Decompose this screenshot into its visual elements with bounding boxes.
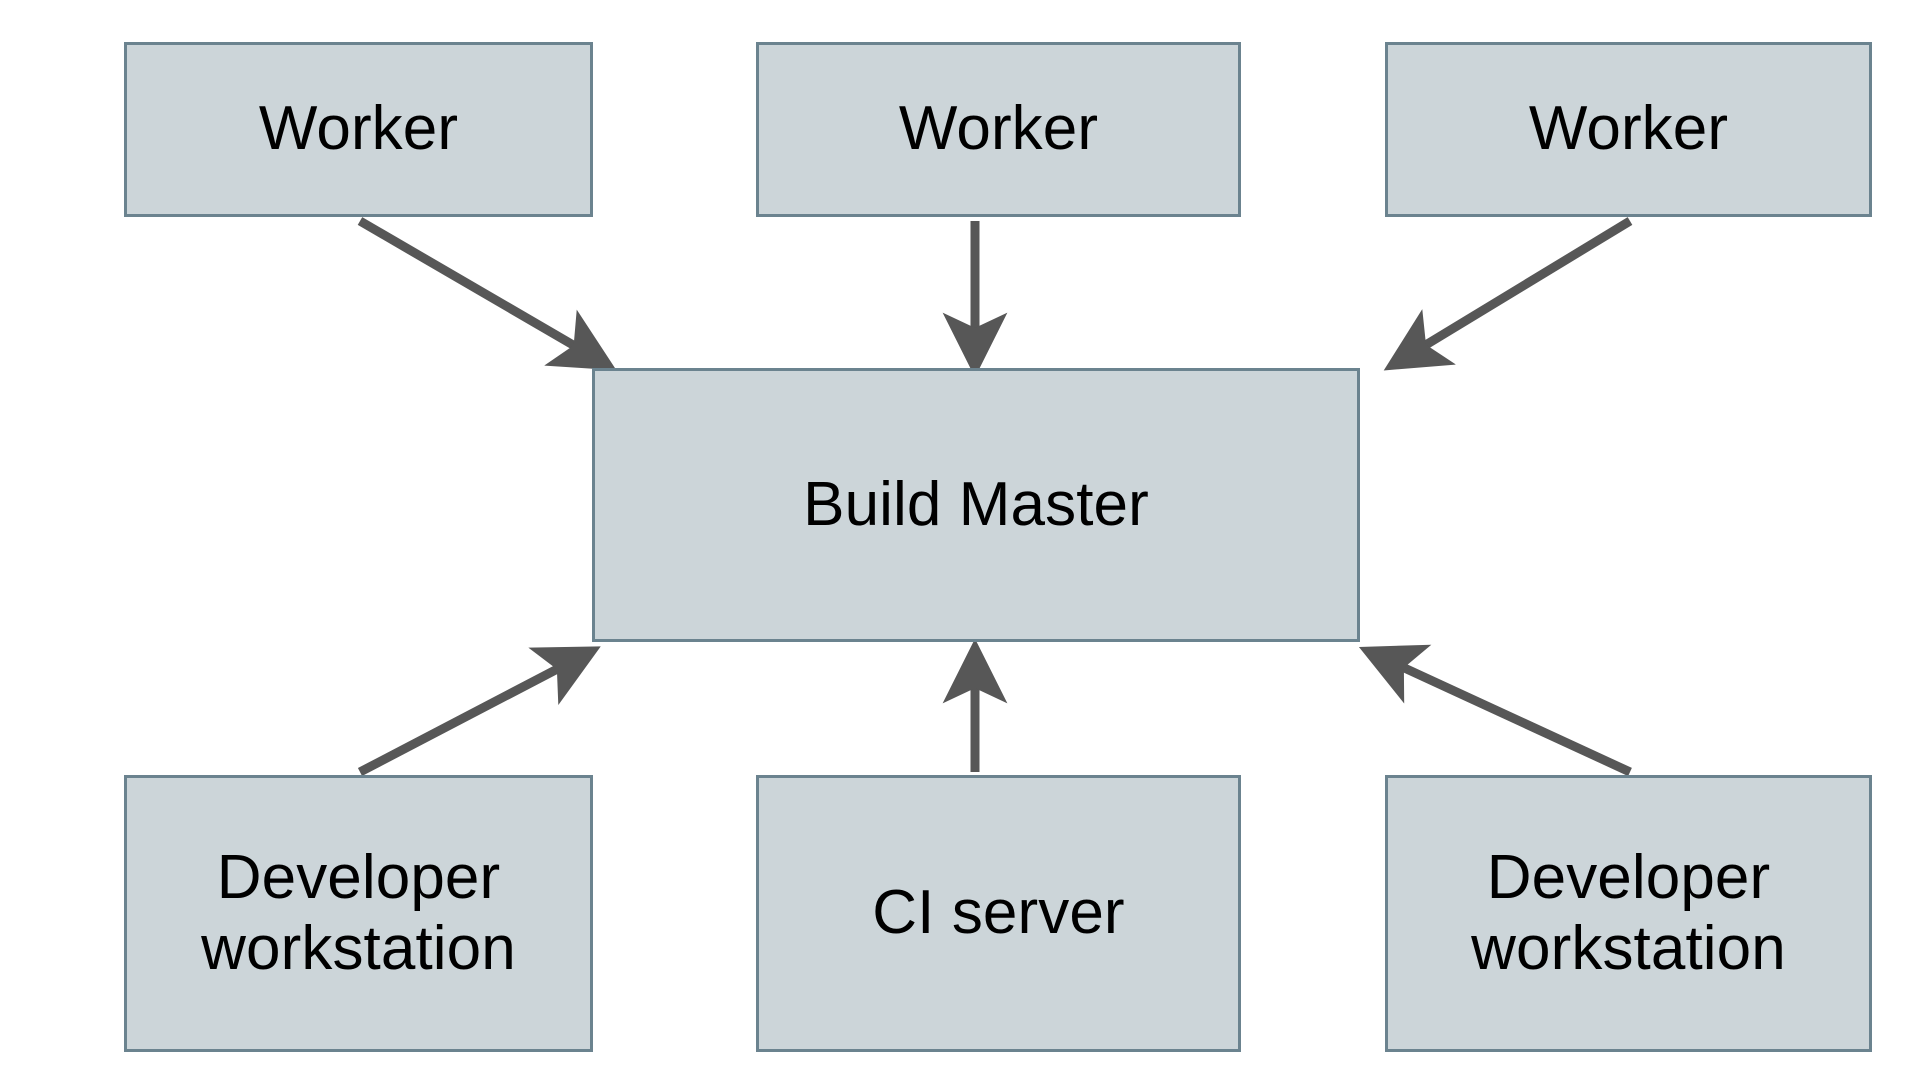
edge-worker-3-to-build-master xyxy=(1383,217,1633,371)
node-developer-workstation-left-label: Developer workstation xyxy=(201,842,516,983)
node-developer-workstation-left[interactable]: Developer workstation xyxy=(124,775,593,1052)
node-developer-workstation-right[interactable]: Developer workstation xyxy=(1385,775,1872,1052)
edge-dev-workstation-2-to-build-master xyxy=(1358,644,1632,777)
node-worker-3[interactable]: Worker xyxy=(1385,42,1872,217)
node-build-master-label: Build Master xyxy=(803,469,1149,539)
node-worker-1-label: Worker xyxy=(258,94,459,164)
node-ci-server[interactable]: CI server xyxy=(756,775,1241,1052)
node-worker-2-label: Worker xyxy=(898,94,1099,164)
edge-worker-1-to-build-master xyxy=(357,217,617,371)
node-developer-workstation-right-label: Developer workstation xyxy=(1471,842,1786,983)
node-worker-1[interactable]: Worker xyxy=(124,42,593,217)
node-worker-3-label: Worker xyxy=(1528,94,1729,164)
node-worker-2[interactable]: Worker xyxy=(756,42,1241,217)
node-ci-server-label: CI server xyxy=(872,878,1125,948)
edge-dev-workstation-1-to-build-master xyxy=(357,646,601,776)
node-build-master[interactable]: Build Master xyxy=(592,368,1360,642)
